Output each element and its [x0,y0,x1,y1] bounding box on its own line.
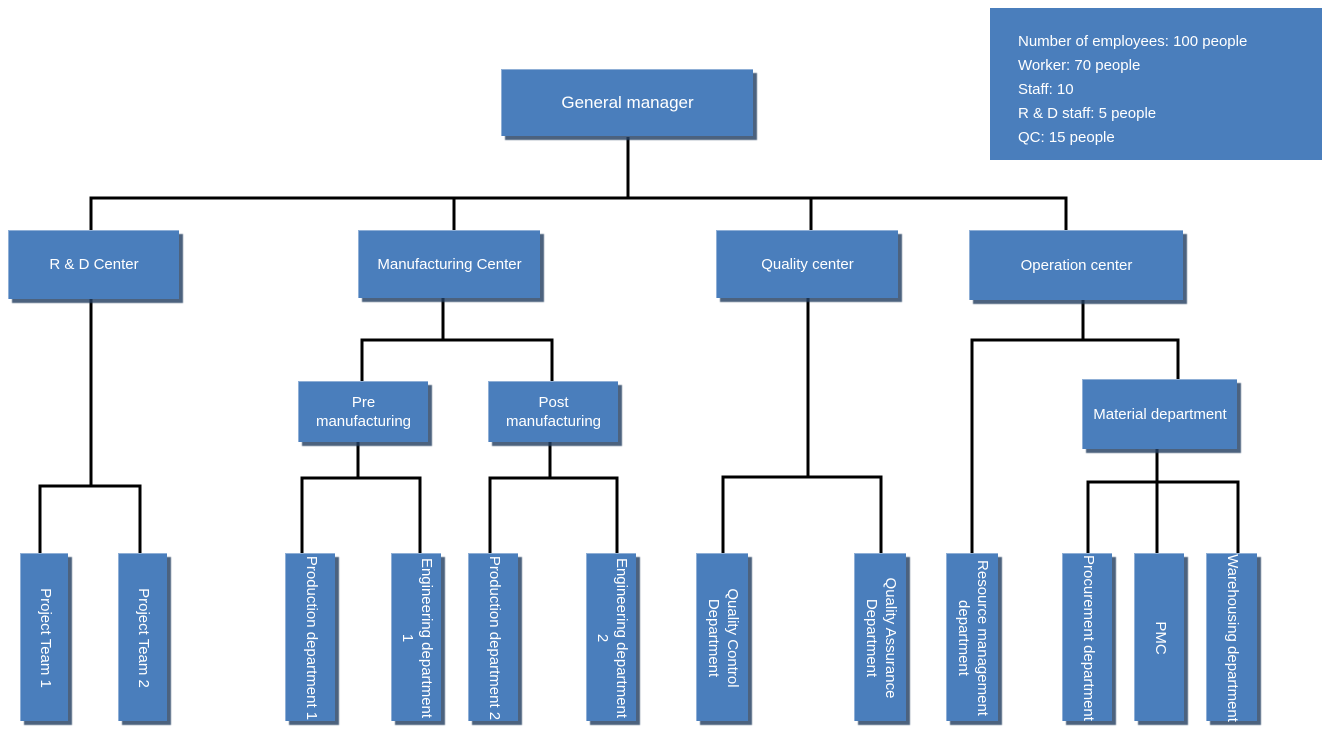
org-node-resource-management-department: Resource management department [946,553,998,721]
connector-pre-manufacturing-branch [300,441,422,554]
org-node-material-department: Material department [1082,379,1237,449]
org-node-warehousing-department: Warehousing department [1206,553,1257,721]
connector-operation-branch [970,299,1180,554]
org-node-project-team-1: Project Team 1 [20,553,68,721]
org-node-procurement-department: Procurement department [1062,553,1112,721]
org-node-quality-control-department: Quality Control Department [696,553,748,721]
org-node-label: Warehousing department [1223,553,1241,722]
org-node-label: Quality Control Department [704,587,741,688]
legend-line-workers: Worker: 70 people [1018,57,1141,74]
org-node-engineering-department-2: Engineering department 2 [586,553,636,721]
connector-quality-branch [721,297,883,554]
org-node-operation-center: Operation center [969,230,1183,300]
org-node-label: Production department 2 [485,555,503,720]
org-node-label: Engineering department 2 [593,557,630,718]
org-node-manufacturing-center: Manufacturing Center [358,230,540,298]
org-node-pmc: PMC [1134,553,1184,721]
org-node-label: Production department 1 [302,555,320,720]
org-node-label: Procurement department [1079,554,1097,721]
org-node-label: PMC [1151,620,1169,655]
org-node-label: Quality Assurance Department [862,577,899,698]
org-node-post-manufacturing: Post manufacturing [488,381,618,442]
org-node-label: Resource management department [954,559,991,716]
connector-manufacturing-branch [360,297,554,382]
connector-rd-branch [38,298,142,554]
connector-post-manufacturing-branch [488,441,619,554]
org-node-production-department-1: Production department 1 [285,553,335,721]
org-node-quality-center: Quality center [716,230,898,298]
org-node-label: Engineering department 1 [398,557,435,718]
org-node-rd-center: R & D Center [8,230,179,299]
legend-line-total-employees: Number of employees: 100 people [1018,33,1248,50]
legend-line-staff: Staff: 10 [1018,81,1074,98]
org-node-project-team-2: Project Team 2 [118,553,167,721]
org-node-label: Project Team 1 [36,587,54,688]
org-node-engineering-department-1: Engineering department 1 [391,553,441,721]
legend-line-rd-staff: R & D staff: 5 people [1018,105,1157,122]
org-node-pre-manufacturing: Pre manufacturing [298,381,428,442]
legend-box: Number of employees: 100 people Worker: … [990,8,1322,160]
connector-top-level [89,137,1068,231]
org-node-label: Project Team 2 [134,587,152,688]
legend-line-qc: QC: 15 people [1018,129,1115,146]
connector-material-branch [1086,448,1240,554]
org-node-general-manager: General manager [501,69,753,136]
org-node-production-department-2: Production department 2 [468,553,518,721]
org-node-quality-assurance-department: Quality Assurance Department [854,553,906,721]
